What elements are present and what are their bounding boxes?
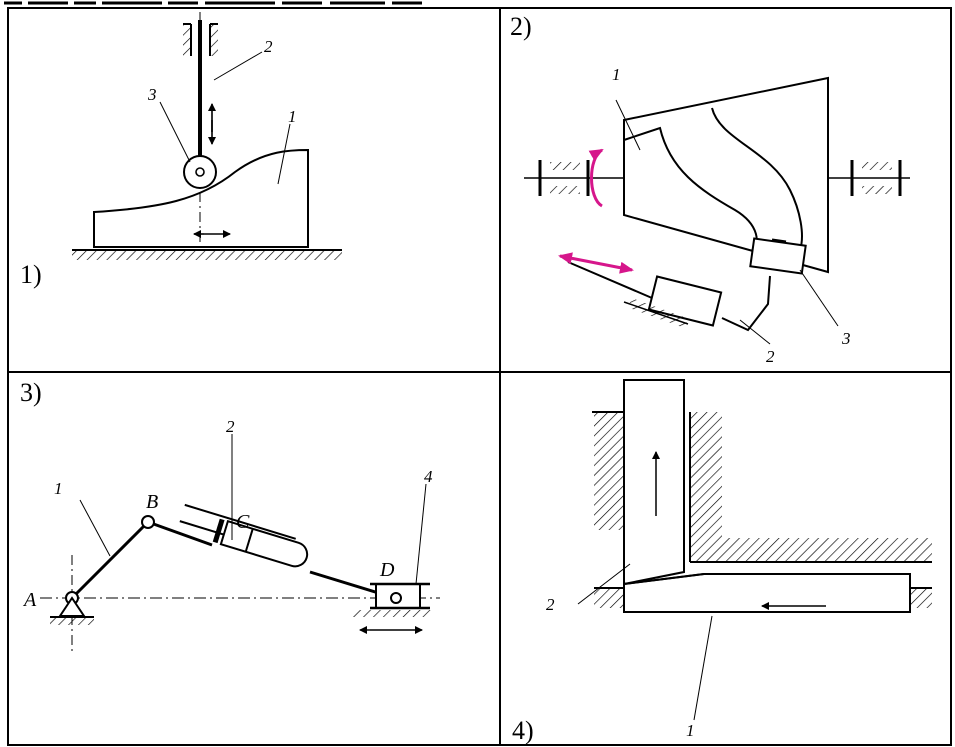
panel-2-cylindrical-cam <box>524 76 910 345</box>
top-cropped-text-strip <box>0 0 955 5</box>
panel-2-number: 2) <box>510 12 532 41</box>
panel-3-point-C: C <box>236 511 250 533</box>
panel-2-label-1: 1 <box>612 65 621 84</box>
table-grid <box>7 7 952 746</box>
panel-4-label-1: 1 <box>686 721 695 740</box>
panel-4-wedge-sliders <box>577 379 932 721</box>
panel-3-point-D: D <box>379 559 395 581</box>
panel-1-cam-mechanism <box>72 12 342 260</box>
panel-1-label-3: 3 <box>147 85 157 104</box>
panel-3-point-A: A <box>22 589 37 611</box>
panel-3-label-4: 4 <box>424 467 433 486</box>
panel-1-number: 1) <box>20 260 42 289</box>
panel-1-label-1: 1 <box>288 107 297 126</box>
panel-3-point-B: B <box>146 491 158 513</box>
panel-3-label-1: 1 <box>54 479 63 498</box>
panel-4-label-2: 2 <box>546 595 555 614</box>
panel-4-number: 4) <box>512 716 534 745</box>
panel-1-label-2: 2 <box>264 37 273 56</box>
panel-3-cylinder-linkage <box>40 434 440 652</box>
panel-2-label-2: 2 <box>766 347 775 366</box>
panel-2-label-3: 3 <box>841 329 851 348</box>
panel-3-number: 3) <box>20 378 42 407</box>
panel-3-label-2: 2 <box>226 417 235 436</box>
